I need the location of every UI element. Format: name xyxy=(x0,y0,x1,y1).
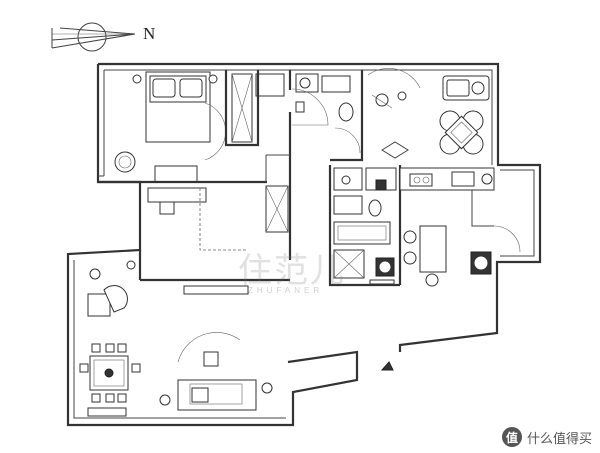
brand-logo-icon: 值 xyxy=(501,427,522,447)
study-room xyxy=(147,185,289,295)
compass-north-label: N xyxy=(143,24,156,43)
bathroom-top xyxy=(291,73,361,154)
watermark-subtext: ZHUFANER xyxy=(248,286,324,295)
kitchen xyxy=(333,167,521,253)
entrance-arrow-icon xyxy=(380,361,394,371)
bathroom-center xyxy=(333,195,395,285)
brand-text: 什么值得买 xyxy=(526,431,592,447)
brand-badge: 值 什么值得买 xyxy=(501,427,592,447)
bedroom-master xyxy=(114,71,285,183)
living-room xyxy=(79,260,273,417)
dining-area xyxy=(403,225,492,287)
compass-icon xyxy=(51,22,136,52)
watermark-logo: 住范儿 xyxy=(238,251,346,291)
bath-area-right xyxy=(367,68,490,159)
